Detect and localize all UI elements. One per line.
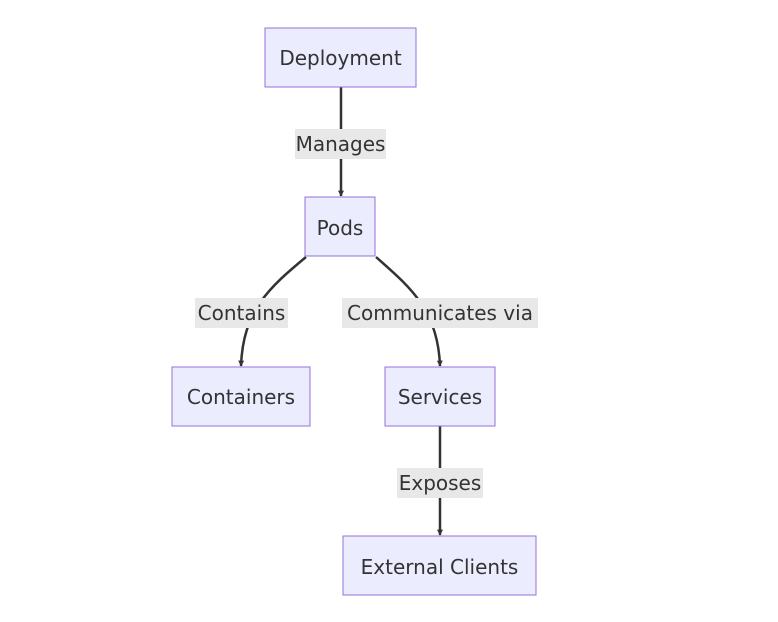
edge-label-manages: Manages — [295, 129, 386, 159]
node-label: Services — [398, 385, 482, 409]
edge-label-text: Contains — [198, 301, 286, 325]
edge-label-contains: Contains — [195, 298, 288, 328]
node-services: Services — [384, 366, 496, 427]
node-external-clients: External Clients — [342, 535, 537, 596]
node-label: Deployment — [279, 46, 401, 70]
edge-label-text: Exposes — [399, 471, 482, 495]
edge-label-text: Communicates via — [347, 301, 533, 325]
node-label: Containers — [187, 385, 295, 409]
node-pods: Pods — [304, 196, 376, 257]
node-label: Pods — [317, 216, 364, 240]
node-containers: Containers — [171, 366, 311, 427]
node-label: External Clients — [361, 555, 519, 579]
edge-label-text: Manages — [296, 132, 386, 156]
edge-label-communicates-via: Communicates via — [342, 298, 538, 328]
node-deployment: Deployment — [264, 27, 417, 88]
edge-label-exposes: Exposes — [397, 468, 483, 498]
